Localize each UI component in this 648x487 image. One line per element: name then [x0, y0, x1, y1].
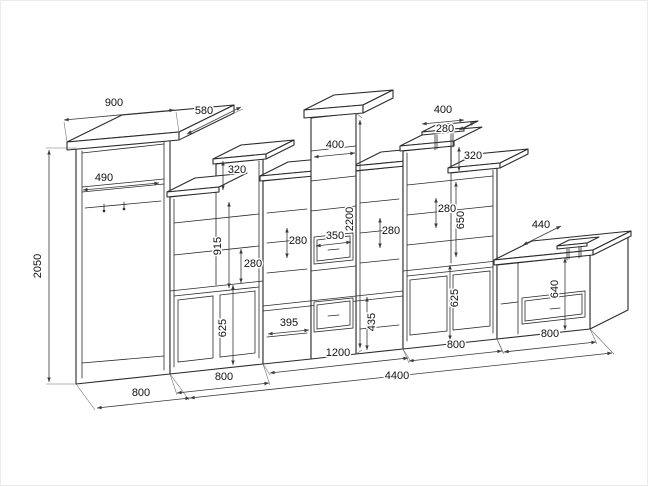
- dim-c-bottom-left-width: 395: [280, 317, 298, 329]
- dim-wardrobe-height: 2050: [32, 254, 44, 278]
- top-stand: [556, 236, 600, 261]
- dim-d-stand-depth: 280: [436, 123, 454, 135]
- shelf-unit-d: [399, 120, 529, 350]
- dim-wardrobe-cornice-depth: 580: [195, 105, 213, 117]
- dim-e-height: 640: [549, 280, 561, 298]
- dim-d-stand-width: 400: [434, 104, 452, 116]
- dim-unit-b-shelf-gap: 280: [244, 258, 262, 270]
- dim-wardrobe-width: 800: [132, 387, 150, 399]
- dim-unit-b-width: 800: [215, 371, 233, 383]
- dimension-labels: 900 580 490 2050 800 320 915 280 625 800…: [31, 96, 563, 401]
- dim-e-width: 800: [541, 328, 559, 340]
- dim-unit-d-width: 800: [447, 339, 465, 351]
- dim-unit-d-cabinet-height: 625: [449, 289, 461, 307]
- low-cabinet-e: [493, 230, 632, 340]
- dim-c-width: 1200: [326, 347, 350, 359]
- dim-column-height: 2200: [344, 207, 356, 231]
- dim-e-top-depth: 440: [532, 219, 550, 231]
- dim-unit-b-cabinet-height: 625: [217, 319, 229, 337]
- dim-unit-d-shelf-gap: 280: [438, 203, 456, 215]
- dim-unit-b-shelf-section: 915: [212, 237, 224, 255]
- dim-unit-d-shelf-section: 650: [455, 211, 467, 229]
- door-panel: [177, 295, 214, 363]
- column-cornice: [303, 89, 394, 119]
- dim-column-drawer-width: 350: [326, 230, 344, 242]
- dim-c-left-shelf-gap: 280: [289, 235, 307, 247]
- dimension-lines: [47, 106, 613, 410]
- dim-column-top-width: 400: [326, 139, 344, 151]
- dim-c-right-shelf-gap: 280: [382, 225, 400, 237]
- drawer-front: [521, 290, 586, 325]
- dim-unit-b-top-step: 320: [228, 164, 246, 176]
- dim-wardrobe-cornice-width: 900: [105, 97, 123, 109]
- hanging-rail: [84, 200, 162, 213]
- dim-c-bottom-height: 435: [366, 313, 378, 331]
- dim-total-width: 4400: [385, 370, 409, 382]
- dim-unit-d-top-step: 320: [464, 150, 482, 162]
- dim-wardrobe-inner-width: 490: [95, 172, 113, 184]
- bottom-drawer: [313, 297, 354, 333]
- door-panel: [409, 275, 448, 336]
- door-panel: [452, 270, 491, 331]
